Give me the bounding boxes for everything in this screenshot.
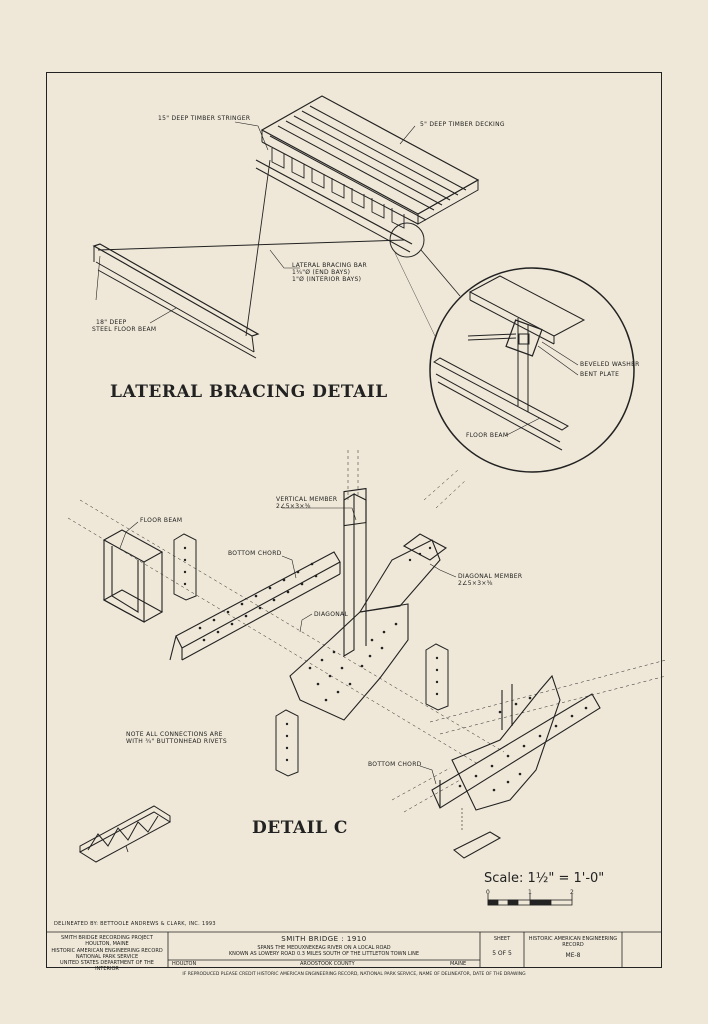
truss-key-thumbnail	[79, 805, 171, 863]
label-bracing-bar: Lateral bracing bar	[292, 262, 367, 269]
tb-county: Aroostook County	[300, 961, 355, 967]
tb-description-2: known as Lowery Road 0.3 miles south of …	[228, 951, 420, 957]
scale-tick-0: 0	[486, 889, 491, 896]
angle-clip-3	[275, 709, 299, 777]
label-bottom-chord-1: Bottom chord	[228, 550, 282, 557]
gusset-plate	[289, 533, 448, 721]
label-steel-floor-beam: steel floor beam	[92, 326, 157, 333]
rivets	[183, 546, 588, 792]
title-block-left: Smith Bridge Recording Project Houlton, …	[48, 935, 166, 973]
tb-description-1: Spans the Meduxnekeag River on a local r…	[257, 945, 391, 951]
title-block-grid	[46, 931, 662, 968]
label-bracing-bar-end: 1¾"Ø (end bays)	[292, 269, 351, 276]
tb-left-line-5: United States Department of the Interior	[60, 960, 154, 973]
timber-deck-assembly	[255, 95, 480, 253]
vertical-member	[343, 487, 367, 657]
leader-lines-top	[95, 121, 579, 437]
scale-text: Scale: 1½" = 1'-0"	[484, 871, 605, 886]
note-connections-line1: Note all connections are	[126, 731, 223, 738]
tb-state: Maine	[450, 961, 467, 967]
tb-agency: Historic American Engineering Record	[528, 936, 618, 949]
title-detail-c: DETAIL C	[252, 818, 348, 838]
label-vertical-member: Vertical member	[276, 496, 338, 503]
label-bent-plate: Bent plate	[580, 371, 620, 378]
bottom-chord-2	[431, 674, 601, 859]
drawing-border	[46, 72, 662, 968]
delineator-credit: Delineated by: Bettoole Andrews & Clark,…	[54, 921, 216, 927]
angle-clip-1	[173, 533, 197, 601]
label-timber-stringer: 15" deep timber stringer	[158, 115, 251, 122]
label-timber-decking: 5" deep timber decking	[420, 121, 505, 128]
label-diagonal-member: Diagonal member	[458, 573, 523, 580]
label-floor-beam-detail: Floor beam	[140, 517, 183, 524]
label-floor-beam-depth: 18" deep	[96, 319, 127, 326]
label-diagonal-member-size: 2∠5×3×⅜	[458, 580, 493, 587]
tb-sheet-value: 5 of 5	[492, 950, 512, 957]
title-lateral-bracing-detail: LATERAL BRACING DETAIL	[110, 382, 388, 402]
tb-left-line-4: National Park Service	[75, 953, 139, 960]
tb-left-line-1: Smith Bridge Recording Project	[61, 935, 153, 941]
label-bottom-chord-2: Bottom chord	[368, 761, 422, 768]
leader-lines-bottom	[119, 507, 457, 785]
angle-clip-2	[425, 643, 449, 711]
graphic-scale-bar	[487, 894, 573, 906]
label-beveled-washer: Beveled washer	[580, 361, 640, 368]
steel-floor-beam	[92, 243, 260, 359]
centerlines	[67, 450, 667, 813]
tb-town: Houlton	[172, 961, 197, 967]
bottom-chord-1	[169, 551, 341, 661]
label-floor-beam-circle: Floor beam	[466, 432, 509, 439]
tb-sheet-label: Sheet	[493, 936, 511, 942]
tb-left-line-2: Houlton, Maine	[85, 941, 129, 948]
tb-record-number: ME-8	[565, 952, 581, 959]
enlarged-connection-detail	[429, 267, 635, 473]
label-diagonal: Diagonal	[314, 611, 349, 618]
note-connections-line2: with ¾" buttonhead rivets	[126, 738, 227, 745]
label-vertical-member-size: 2∠5×3×⅜	[276, 503, 311, 510]
tb-reproduction-credit: If reproduced please credit Historic Ame…	[182, 972, 526, 977]
label-bracing-bar-interior: 1"Ø (interior bays)	[292, 276, 362, 283]
floor-beam-block	[102, 529, 164, 623]
tb-bridge-name: SMITH BRIDGE : 1910	[281, 935, 367, 943]
scale-tick-1: 1	[528, 889, 533, 896]
tb-left-line-3: Historic American Engineering Record	[51, 947, 163, 954]
scale-tick-2: 2	[570, 889, 575, 896]
lateral-bracing-bar	[97, 239, 405, 251]
